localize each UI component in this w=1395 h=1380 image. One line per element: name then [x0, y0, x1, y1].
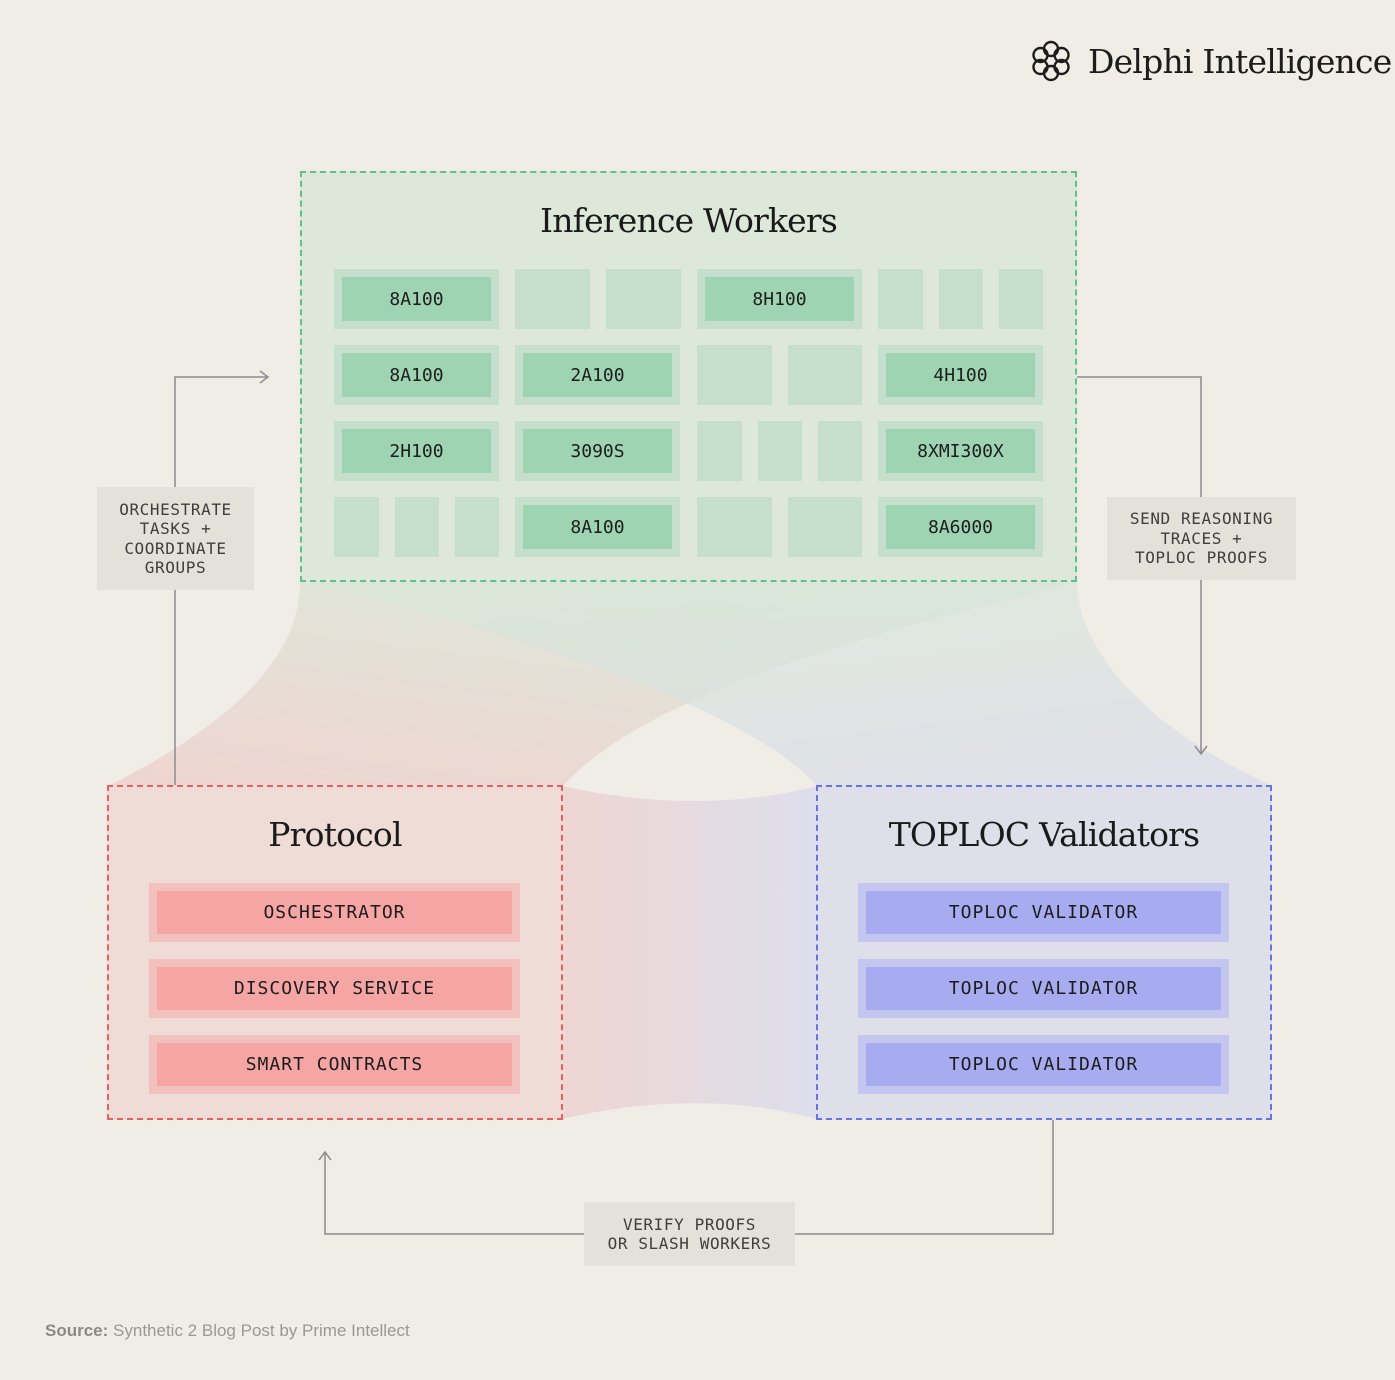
source-text: Synthetic 2 Blog Post by Prime Intellect	[113, 1321, 410, 1340]
ribbon-validators-workers	[300, 582, 1272, 786]
validator-item-label: TOPLOC VALIDATOR	[866, 891, 1221, 934]
protocol-item-label: OSCHESTRATOR	[157, 891, 512, 934]
gpu-slot	[515, 269, 590, 329]
gpu-slot	[818, 421, 862, 481]
source-prefix: Source:	[45, 1321, 109, 1340]
validators-title: TOPLOC Validators	[888, 815, 1200, 854]
gpu-slot: 2H100	[334, 421, 499, 481]
brand-logo: Delphi Intelligence	[1028, 34, 1392, 88]
gpu-worker-chip: 4H100	[886, 353, 1035, 397]
gpu-slot: 8XMI300X	[878, 421, 1043, 481]
protocol-item-label: DISCOVERY SERVICE	[157, 967, 512, 1010]
validator-item-label: TOPLOC VALIDATOR	[866, 967, 1221, 1010]
ribbon-protocol-validators	[563, 786, 817, 1119]
gpu-worker-chip: 8H100	[705, 277, 854, 321]
gpu-slot	[606, 269, 681, 329]
gpu-slot	[758, 421, 802, 481]
gpu-slot: 8H100	[697, 269, 862, 329]
source-note: Source: Synthetic 2 Blog Post by Prime I…	[45, 1321, 410, 1341]
knot-logo-icon	[1032, 40, 1070, 82]
gpu-slot	[788, 497, 862, 557]
gpu-slot	[939, 269, 983, 329]
validator-item: TOPLOC VALIDATOR	[858, 883, 1229, 942]
arrow-orchestrate	[174, 370, 270, 786]
gpu-worker-chip: 3090S	[523, 429, 672, 473]
gpu-worker-chip: 8A100	[342, 277, 491, 321]
arrow-verify	[318, 1119, 1054, 1235]
gpu-slot: 3090S	[515, 421, 680, 481]
gpu-worker-chip: 8A100	[523, 505, 672, 549]
gpu-worker-chip: 8A6000	[886, 505, 1035, 549]
verify-proofs-label: VERIFY PROOFS OR SLASH WORKERS	[584, 1202, 795, 1266]
gpu-slot	[878, 269, 923, 329]
gpu-slot	[697, 421, 742, 481]
validator-item-label: TOPLOC VALIDATOR	[866, 1043, 1221, 1086]
orchestrate-label: ORCHESTRATE TASKS + COORDINATE GROUPS	[97, 487, 254, 590]
verify-proofs-label-text: VERIFY PROOFS OR SLASH WORKERS	[607, 1214, 772, 1254]
gpu-slot	[455, 497, 499, 557]
gpu-slot	[788, 345, 862, 405]
gpu-slot: 2A100	[515, 345, 680, 405]
validator-item: TOPLOC VALIDATOR	[858, 959, 1229, 1018]
protocol-item-label: SMART CONTRACTS	[157, 1043, 512, 1086]
gpu-slot	[697, 345, 772, 405]
gpu-worker-chip: 8XMI300X	[886, 429, 1035, 473]
orchestrate-label-text: ORCHESTRATE TASKS + COORDINATE GROUPS	[119, 499, 232, 578]
gpu-slot: 8A100	[515, 497, 680, 557]
gpu-worker-chip: 2A100	[523, 353, 672, 397]
gpu-slot: 8A6000	[878, 497, 1043, 557]
protocol-title: Protocol	[268, 815, 402, 854]
gpu-slot: 8A100	[334, 345, 499, 405]
gpu-slot: 8A100	[334, 269, 499, 329]
gpu-slot	[999, 269, 1043, 329]
validator-item: TOPLOC VALIDATOR	[858, 1035, 1229, 1094]
inference-workers-title: Inference Workers	[539, 201, 838, 240]
arrow-send	[1077, 376, 1208, 756]
gpu-slot	[334, 497, 379, 557]
gpu-worker-chip: 2H100	[342, 429, 491, 473]
send-traces-label: SEND REASONING TRACES + TOPLOC PROOFS	[1107, 497, 1296, 580]
gpu-worker-chip: 8A100	[342, 353, 491, 397]
send-traces-label-text: SEND REASONING TRACES + TOPLOC PROOFS	[1129, 509, 1274, 568]
protocol-item: SMART CONTRACTS	[149, 1035, 520, 1094]
protocol-item: OSCHESTRATOR	[149, 883, 520, 942]
gpu-slot: 4H100	[878, 345, 1043, 405]
gpu-slot	[697, 497, 772, 557]
brand-name: Delphi Intelligence	[1088, 41, 1392, 81]
protocol-item: DISCOVERY SERVICE	[149, 959, 520, 1018]
gpu-slot	[395, 497, 439, 557]
